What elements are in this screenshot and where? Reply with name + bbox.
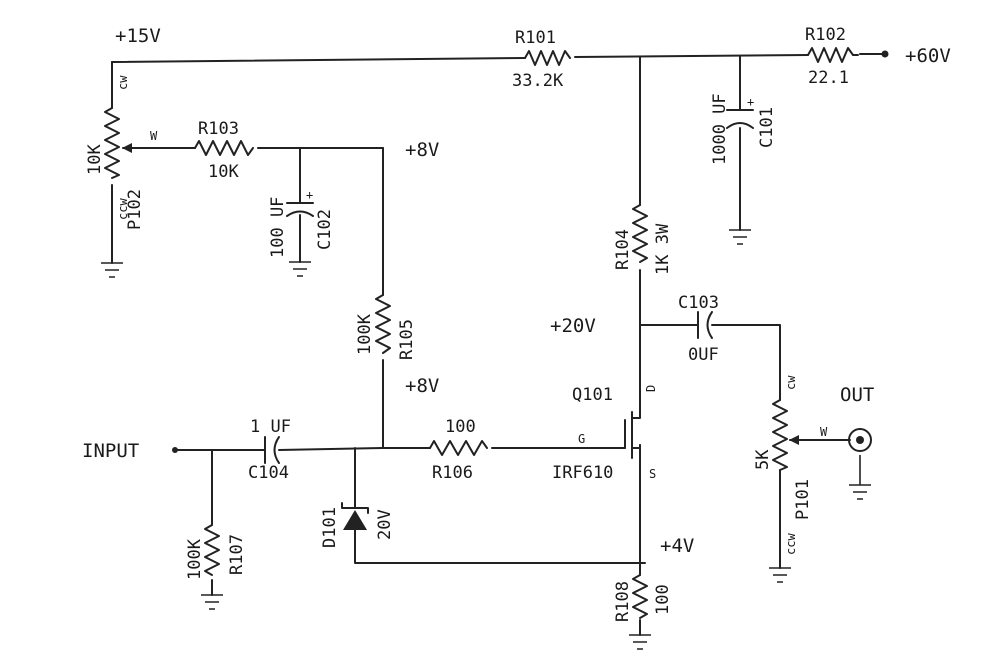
r105-value: 100K [355, 313, 375, 355]
rail-20v-label: +20V [550, 315, 596, 337]
r104-ref: R104 [613, 229, 633, 270]
q101-symbol [624, 404, 641, 459]
ground-c102 [289, 261, 311, 277]
p101-symbol [772, 399, 788, 471]
p101-ref: P101 [793, 479, 813, 520]
r107-symbol [204, 524, 220, 576]
c101-ref: C101 [757, 107, 777, 148]
r108-symbol [632, 574, 648, 619]
v60-terminal-dot [881, 50, 889, 58]
wire-top-rail [111, 53, 886, 63]
p102-cw: cw [116, 75, 130, 90]
output-label: OUT [840, 384, 874, 406]
p102-wiper-arrow [122, 143, 132, 153]
r103-value: 10K [208, 162, 239, 182]
p101-value: 5K [753, 449, 773, 470]
c102-value: 100 UF [268, 197, 288, 258]
p101-cw: cw [784, 375, 798, 390]
p101-wiper: W [820, 425, 828, 439]
c103-ref: C103 [678, 293, 719, 313]
p102-value: 10K [85, 144, 105, 175]
r104-symbol [632, 204, 648, 263]
ground-r107 [201, 594, 223, 610]
d101-value: 20V [375, 509, 395, 540]
rail-4v-label: +4V [660, 535, 694, 557]
r106-ref: R106 [432, 463, 473, 483]
r101-value: 33.2K [512, 71, 564, 91]
r104-value: 1K 3W [653, 223, 673, 275]
rail-8v-gate-label: +8V [405, 375, 439, 397]
c102-ref: C102 [315, 209, 335, 250]
r108-value: 100 [653, 584, 673, 615]
p101-ccw: ccw [784, 533, 798, 555]
c101-symbol [726, 109, 754, 129]
c101-polarity: + [747, 95, 754, 109]
q101-part: IRF610 [552, 463, 613, 483]
r106-symbol [429, 440, 488, 456]
ground-p102 [101, 262, 123, 278]
input-terminal-dot [172, 447, 178, 453]
r101-symbol [524, 50, 571, 66]
r106-value: 100 [445, 417, 476, 437]
p102-wiper: W [150, 129, 158, 143]
r101-ref: R101 [515, 28, 556, 48]
ground-out [849, 455, 871, 500]
r102-ref: R102 [805, 25, 846, 45]
c103-value: 0UF [688, 345, 719, 365]
p101-wiper-arrow [789, 435, 799, 445]
input-label: INPUT [82, 440, 139, 462]
r103-symbol [194, 140, 254, 156]
output-jack [848, 428, 872, 452]
d101-ref: D101 [320, 507, 340, 548]
r102-symbol [807, 47, 859, 63]
c103-symbol [697, 311, 713, 339]
rail-8v-top-label: +8V [405, 139, 439, 161]
rail-60v-label: +60V [905, 45, 951, 67]
ground-r108 [629, 634, 651, 650]
q101-drain: D [644, 385, 658, 392]
c102-symbol [286, 202, 314, 217]
c104-ref: C104 [248, 463, 289, 483]
p102-symbol [104, 107, 120, 179]
d101-symbol [341, 502, 369, 530]
q101-source: S [649, 467, 656, 481]
c101-value: 1000 UF [710, 93, 730, 165]
r103-ref: R103 [198, 119, 239, 139]
c104-symbol [264, 436, 280, 464]
wire-input [174, 447, 626, 451]
r102-value: 22.1 [808, 68, 849, 88]
r105-symbol [375, 294, 391, 354]
wire-c103 [639, 324, 781, 569]
ground-c101 [729, 229, 751, 245]
ground-p101 [769, 567, 791, 583]
r105-ref: R105 [397, 319, 417, 360]
p102-ccw: ccw [116, 198, 130, 220]
r107-ref: R107 [227, 534, 247, 575]
r107-value: 100K [185, 538, 205, 580]
r108-ref: R108 [613, 581, 633, 622]
c102-polarity: + [306, 188, 313, 202]
q101-gate: G [578, 432, 585, 446]
wire-diode [354, 447, 646, 564]
c104-value: 1 UF [250, 417, 291, 437]
p102-ref: P102 [125, 189, 145, 230]
q101-ref: Q101 [572, 385, 613, 405]
rail-15v-label: +15V [115, 25, 161, 47]
